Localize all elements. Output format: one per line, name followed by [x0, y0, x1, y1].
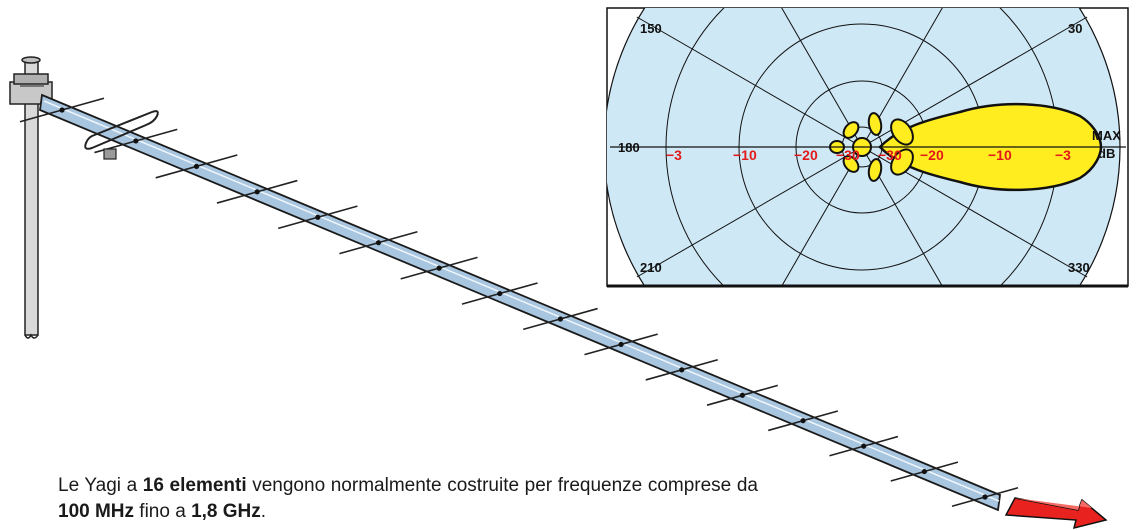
angle-label-30: 30 [1068, 21, 1082, 36]
element-mount-16 [982, 494, 988, 500]
freq-min: 100 MHz [58, 501, 135, 522]
polar-diagram: 150 30 180 210 330 MAX dB −3 −10 −20 −30… [606, 7, 1129, 288]
angle-label-150: 150 [640, 21, 662, 36]
element-mount-8 [497, 290, 503, 297]
angle-label-180: 180 [618, 140, 640, 155]
element-mount-7 [436, 265, 442, 271]
db-label-right-20: −20 [920, 147, 944, 163]
element-mount-3 [193, 163, 200, 169]
db-label-right-3: −3 [1055, 147, 1071, 163]
element-mount-10 [618, 341, 624, 348]
antenna-mast [21, 56, 41, 339]
element-mount-5 [315, 214, 321, 220]
angle-label-210: 210 [640, 260, 662, 275]
element-mount-13 [800, 418, 806, 424]
element-count: 16 elementi [142, 475, 247, 496]
antenna-elements [19, 97, 1019, 508]
element-mount-2 [133, 138, 139, 144]
db-label-left-20: −20 [794, 147, 818, 163]
angle-label-330: 330 [1068, 260, 1090, 275]
element-mount-1 [59, 107, 65, 113]
element-mount-4 [254, 189, 260, 195]
db-label-right-30: −30 [878, 147, 902, 163]
db-unit-label: dB [1098, 146, 1115, 161]
max-label: MAX [1092, 128, 1121, 143]
antenna-boom [39, 93, 1001, 512]
element-mount-12 [739, 392, 745, 398]
db-label-left-3: −3 [666, 147, 682, 163]
freq-max: 1,8 GHz [191, 501, 261, 522]
element-mount-15 [921, 468, 927, 475]
element-mount-11 [679, 367, 685, 373]
element-mount-9 [557, 316, 564, 322]
direction-arrow [1004, 497, 1108, 530]
db-label-left-10: −10 [733, 147, 757, 163]
side-lobes [829, 112, 914, 182]
db-label-right-10: −10 [988, 147, 1012, 163]
element-mount-14 [861, 443, 867, 449]
folded-dipole [84, 110, 159, 160]
caption: Le Yagi a 16 elementi vengono normalment… [58, 475, 758, 522]
db-label-left-30: −30 [836, 147, 860, 163]
element-mount-6 [375, 240, 382, 246]
